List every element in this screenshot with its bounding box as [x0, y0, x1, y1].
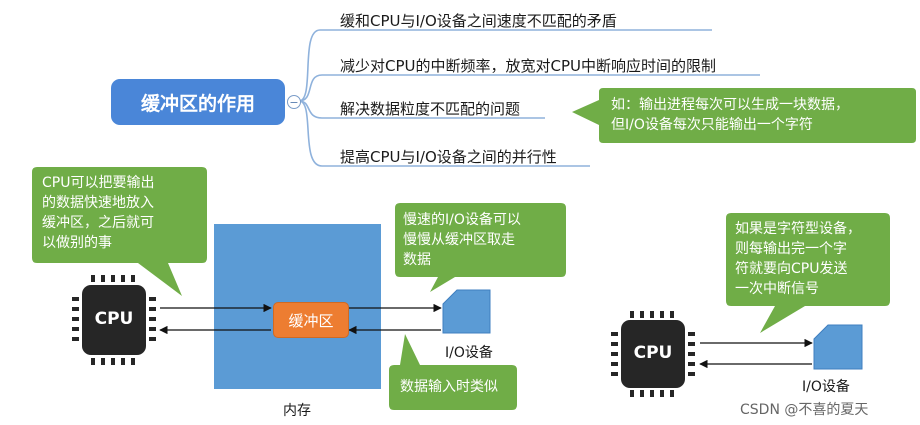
slow-io-note-text: 慢速的I/O设备可以 慢慢从缓冲区取走 数据	[403, 210, 565, 270]
char-device-note-line-1: 如果是字符型设备，	[735, 221, 861, 237]
cpu-chip-right	[611, 311, 695, 397]
char-device-note-bubble	[726, 213, 890, 333]
io-device-shape	[442, 289, 491, 334]
slow-io-note-line-2: 慢慢从缓冲区取走	[403, 232, 515, 248]
example-note-text: 如：输出进程每次可以生成一块数据， 但I/O设备每次只能输出一个字符	[611, 95, 911, 135]
mindmap-branch-3[interactable]: 解决数据粒度不匹配的问题	[340, 100, 521, 118]
mindmap-root-node[interactable]: 缓冲区的作用	[111, 79, 285, 125]
buffer-box[interactable]: 缓冲区	[273, 302, 349, 338]
char-device-note-line-4: 一次中断信号	[735, 281, 819, 297]
cpu-note-line-3: 缓冲区，之后就可	[42, 215, 154, 231]
slow-io-note-line-1: 慢速的I/O设备可以	[403, 212, 521, 228]
mindmap-branch-1[interactable]: 缓和CPU与I/O设备之间速度不匹配的矛盾	[340, 12, 617, 30]
cpu-note-line-1: CPU可以把要输出	[42, 175, 155, 191]
mindmap-branch-2[interactable]: 减少对CPU的中断频率，放宽对CPU中断响应时间的限制	[340, 57, 716, 75]
cpu-note-line-2: 的数据快速地放入	[42, 195, 154, 211]
mindmap-connectors	[298, 29, 760, 167]
cpu-label-right: CPU	[633, 343, 673, 363]
cpu-note-bubble	[32, 167, 207, 296]
char-device-note-line-2: 则每输出完一个字	[735, 241, 847, 257]
io-device-label-right: I/O设备	[802, 379, 850, 395]
data-flow-arrows	[159, 303, 813, 369]
input-note-bubble	[389, 334, 517, 410]
char-device-note-line-3: 符就要向CPU发送	[735, 261, 848, 277]
io-device-label: I/O设备	[445, 345, 493, 361]
slow-io-note-line-3: 数据	[403, 252, 431, 268]
cpu-label: CPU	[94, 309, 134, 329]
cpu-note-text: CPU可以把要输出 的数据快速地放入 缓冲区，之后就可 以做别的事	[42, 173, 204, 253]
example-note-line-2: 但I/O设备每次只能输出一个字符	[611, 117, 813, 133]
slow-io-note-bubble	[395, 203, 566, 292]
cpu-note-line-4: 以做别的事	[42, 235, 112, 251]
memory-label: 内存	[283, 403, 311, 419]
example-note-line-1: 如：输出进程每次可以生成一块数据，	[611, 97, 849, 113]
io-device-shape-right	[813, 324, 863, 370]
char-device-note-text: 如果是字符型设备， 则每输出完一个字 符就要向CPU发送 一次中断信号	[735, 219, 890, 299]
collapse-toggle-icon[interactable]: −	[287, 95, 301, 109]
input-note-text: 数据输入时类似	[400, 379, 498, 395]
mindmap-branch-4[interactable]: 提高CPU与I/O设备之间的并行性	[340, 148, 557, 166]
cpu-chip	[72, 275, 156, 365]
watermark: CSDN @不喜的夏天	[740, 402, 869, 418]
example-note-bubble	[572, 88, 916, 143]
